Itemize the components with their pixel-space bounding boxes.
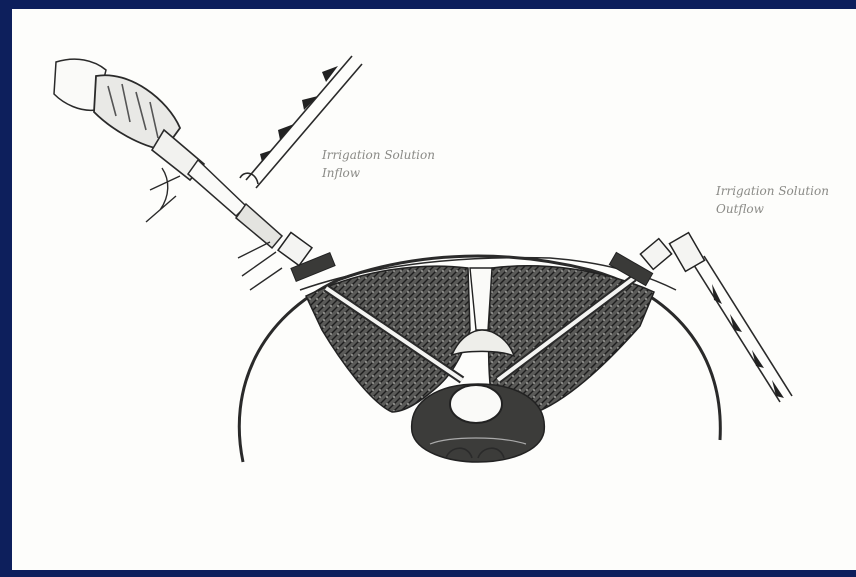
inflow-label: Irrigation Solution Inflow	[322, 146, 435, 182]
outflow-label: Irrigation Solution Outflow	[716, 182, 829, 218]
outflow-label-line1: Irrigation Solution	[716, 182, 829, 200]
inflow-label-line1: Irrigation Solution	[322, 146, 435, 164]
arrow-down-right-icon	[712, 284, 784, 398]
inflow-label-line2: Inflow	[322, 164, 435, 182]
spinous-process	[470, 268, 492, 330]
spinal-canal	[450, 385, 502, 423]
endoscope-camera-icon	[54, 59, 282, 290]
outflow-label-line2: Outflow	[716, 200, 829, 218]
outflow-tube	[669, 233, 792, 402]
